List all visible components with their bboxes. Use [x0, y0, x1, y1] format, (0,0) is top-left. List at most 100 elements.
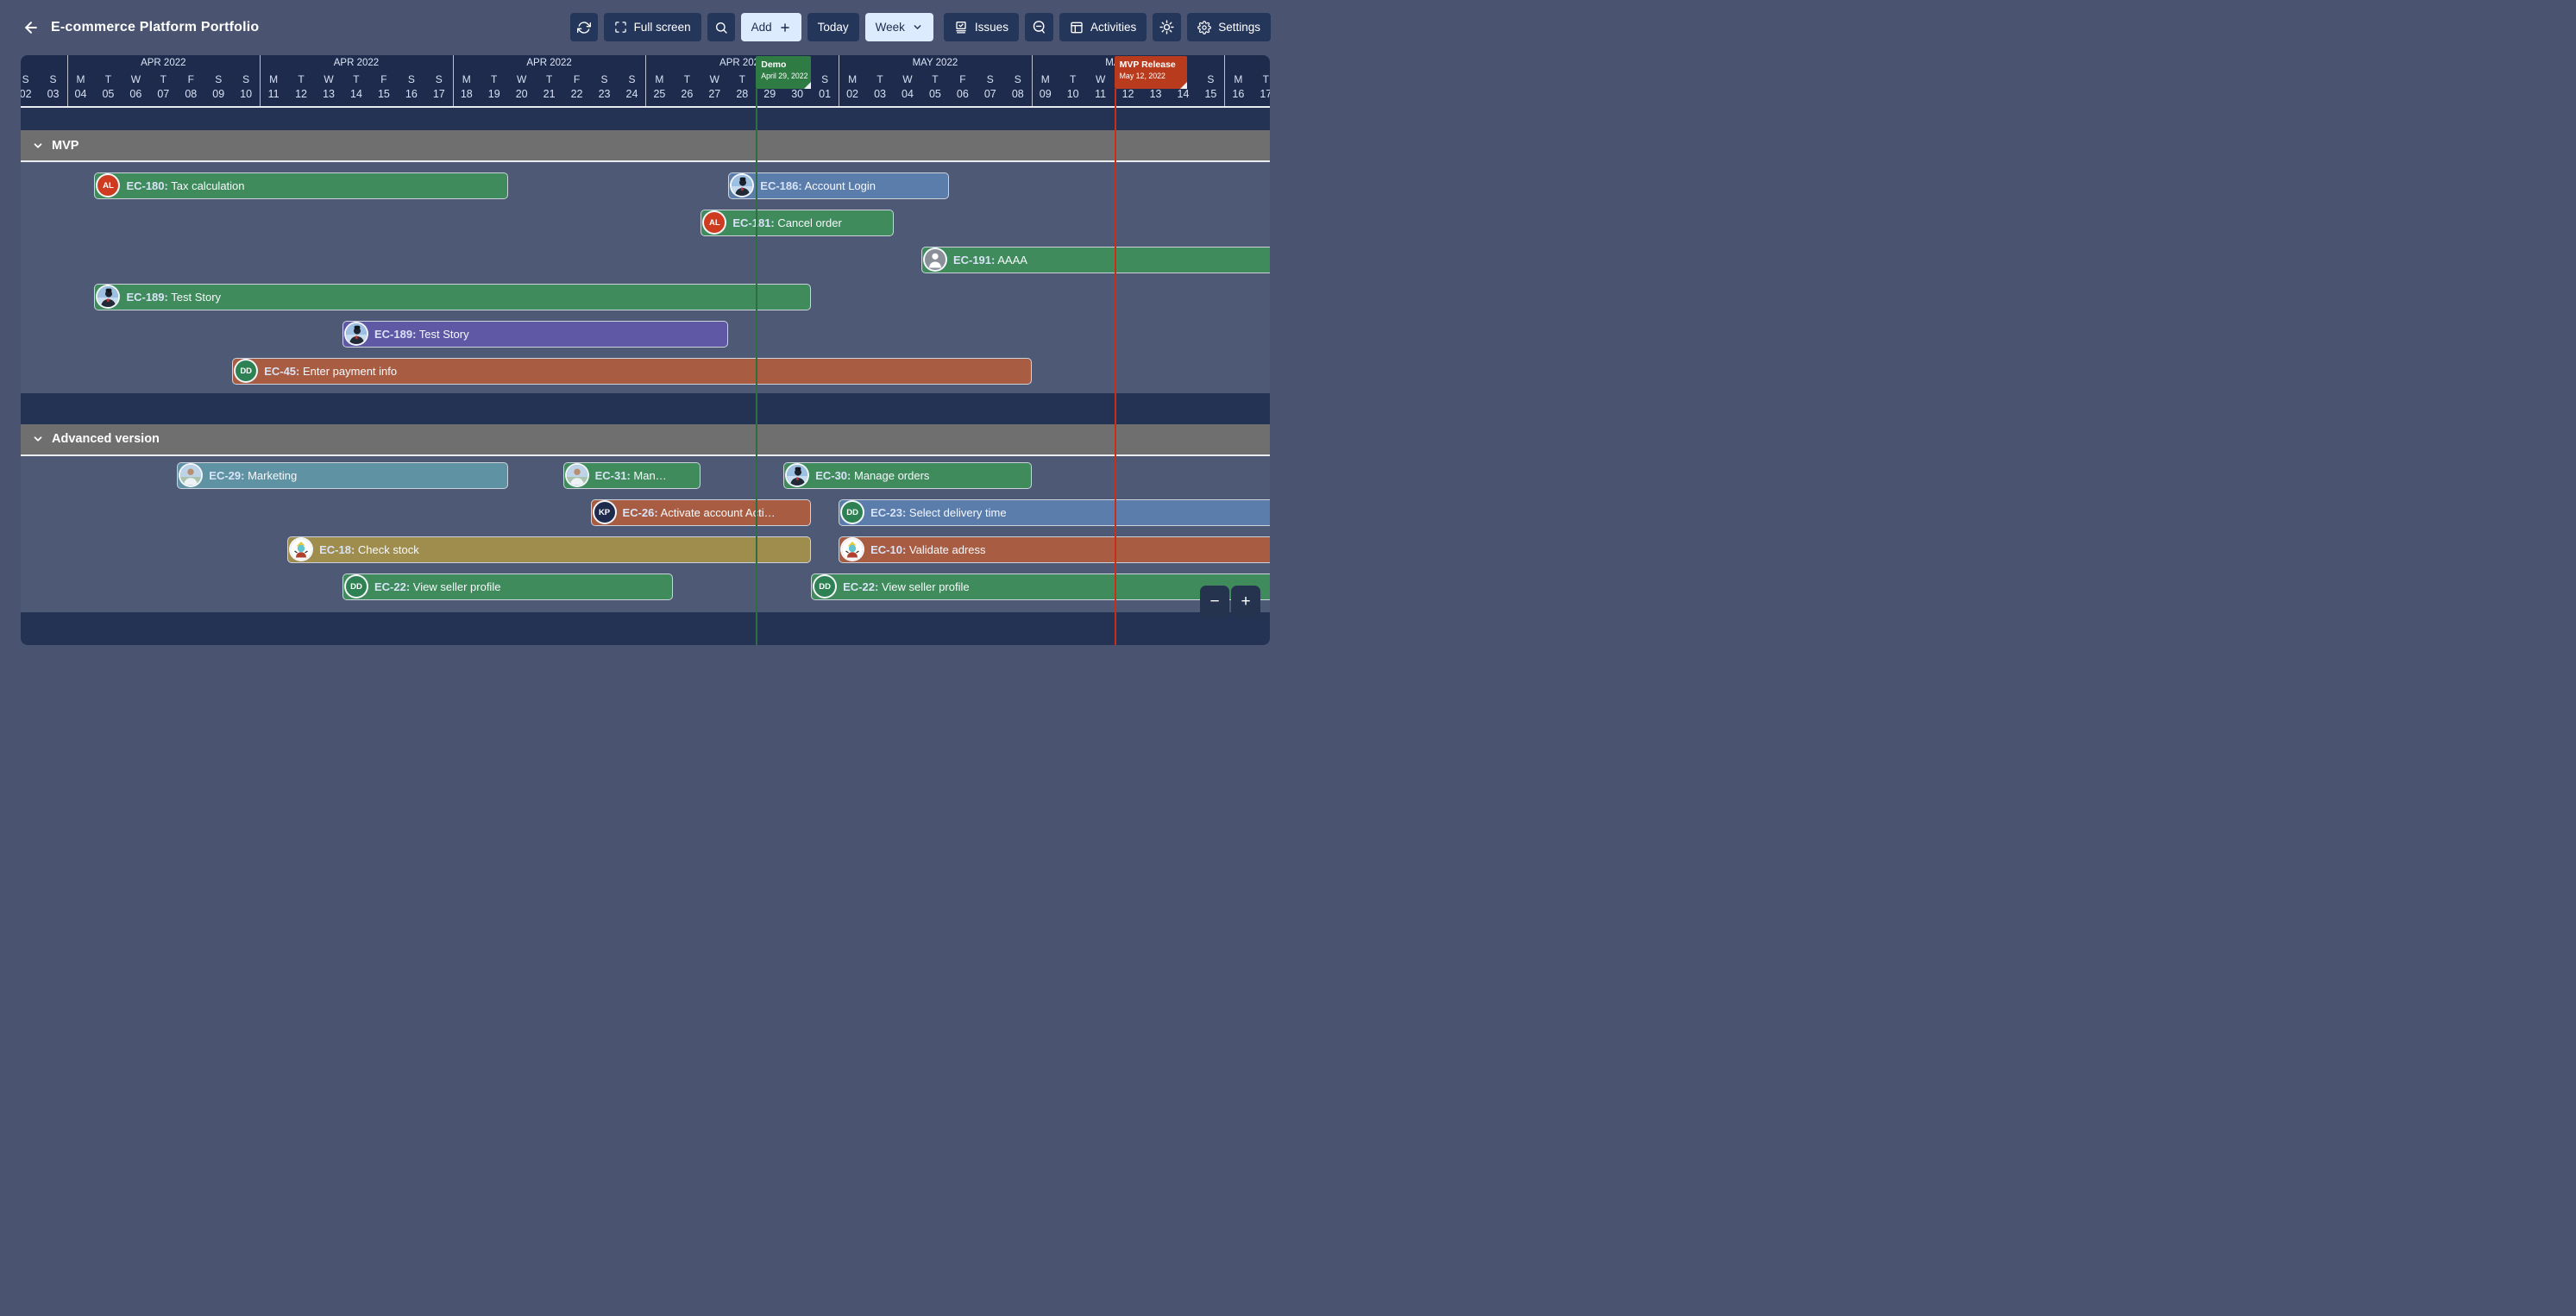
task-bar-ec-191[interactable]: EC-191: AAAA	[920, 246, 1270, 273]
task-key: EC-23:	[870, 505, 907, 519]
day-of-week-label: F	[959, 73, 966, 85]
day-of-week-label: W	[709, 73, 719, 85]
settings-label: Settings	[1218, 21, 1260, 34]
zoom-out-button[interactable]: −	[1200, 586, 1229, 617]
day-number-label: 09	[212, 88, 225, 100]
fullscreen-label: Full screen	[633, 21, 691, 34]
chevron-down-icon	[32, 140, 44, 152]
task-label: EC-29: Marketing	[209, 469, 297, 482]
milestone-line-demo	[756, 89, 758, 645]
chevron-down-icon	[32, 433, 44, 445]
task-bar-ec-10[interactable]: EC-10: Validate adress	[839, 536, 1270, 563]
task-label: EC-22: View seller profile	[374, 580, 500, 593]
task-bar-ec-30[interactable]: EC-30: Manage orders	[783, 461, 1032, 489]
section-label: Advanced version	[52, 432, 160, 446]
month-label: MAY 2022	[912, 58, 958, 68]
plus-icon	[779, 22, 791, 34]
add-button[interactable]: Add	[740, 13, 801, 41]
day-of-week-label: F	[380, 73, 387, 85]
task-key: EC-186:	[760, 179, 802, 192]
task-summary: Cancel order	[774, 216, 842, 229]
day-of-week-label: W	[516, 73, 527, 85]
top-bar: E-commerce Platform Portfolio Full scree…	[0, 0, 1288, 55]
search-icon	[714, 21, 728, 34]
day-of-week-label: M	[655, 73, 664, 85]
task-bar-ec-29[interactable]: EC-29: Marketing	[177, 461, 508, 489]
day-of-week-label: T	[738, 73, 745, 85]
task-key: EC-181:	[732, 216, 775, 229]
task-label: EC-31: Man…	[595, 469, 667, 482]
task-bar-ec-18[interactable]: EC-18: Check stock	[287, 536, 812, 563]
day-of-week-label: T	[876, 73, 883, 85]
day-number-label: 11	[1095, 88, 1107, 100]
day-of-week-label: S	[242, 73, 250, 85]
task-bar-ec-189[interactable]: EC-189: Test Story	[342, 320, 729, 348]
task-summary: Tax calculation	[167, 179, 245, 192]
day-number-label: 06	[956, 88, 969, 100]
day-column: F 06	[949, 55, 977, 108]
task-key: EC-26:	[622, 505, 658, 519]
dd-avatar: DD	[236, 360, 257, 381]
task-label: EC-189: Test Story	[126, 291, 221, 304]
day-of-week-label: W	[902, 73, 913, 85]
task-summary: Check stock	[355, 542, 419, 556]
sun-gear-icon	[1159, 20, 1174, 34]
task-key: EC-180:	[126, 179, 168, 192]
sync-button[interactable]	[569, 13, 598, 41]
section-header-mvp[interactable]: MVP	[21, 130, 1270, 162]
week-select[interactable]: Week	[864, 13, 933, 41]
task-key: EC-22:	[374, 580, 411, 593]
back-arrow-icon[interactable]	[22, 19, 40, 36]
section-header-advanced-version[interactable]: Advanced version	[21, 423, 1270, 456]
day-number-label: 08	[185, 88, 198, 100]
day-number-label: 14	[350, 88, 362, 100]
page-title: E-commerce Platform Portfolio	[51, 20, 260, 34]
day-number-label: 15	[377, 88, 390, 100]
day-number-label: 17	[432, 88, 445, 100]
search-button[interactable]	[707, 13, 735, 41]
zoom-in-button[interactable]: +	[1231, 586, 1260, 617]
today-button[interactable]: Today	[807, 13, 859, 41]
display-mode-button[interactable]	[1153, 13, 1182, 41]
day-number-label: 01	[819, 88, 832, 100]
task-label: EC-23: Select delivery time	[870, 506, 1007, 519]
issues-button[interactable]: Issues	[943, 13, 1019, 41]
week-separator-line	[1224, 55, 1226, 108]
activities-label: Activities	[1090, 21, 1137, 34]
task-bar-ec-186[interactable]: EC-186: Account Login	[728, 172, 949, 199]
task-label: EC-189: Test Story	[374, 328, 469, 341]
settings-button[interactable]: Settings	[1187, 13, 1271, 41]
day-number-label: 28	[736, 88, 749, 100]
task-bar-ec-189[interactable]: EC-189: Test Story	[94, 283, 812, 310]
sync-icon	[576, 21, 591, 34]
issues-label: Issues	[974, 21, 1008, 34]
fullscreen-button[interactable]: Full screen	[603, 13, 701, 41]
photo-dark-avatar	[787, 465, 808, 486]
task-label: EC-22: View seller profile	[843, 580, 969, 593]
activities-button[interactable]: Activities	[1059, 13, 1147, 41]
task-label: EC-186: Account Login	[760, 179, 876, 192]
comments-button[interactable]	[1024, 13, 1053, 41]
task-bar-ec-31[interactable]: EC-31: Man…	[562, 461, 701, 489]
week-separator-line	[260, 55, 261, 108]
